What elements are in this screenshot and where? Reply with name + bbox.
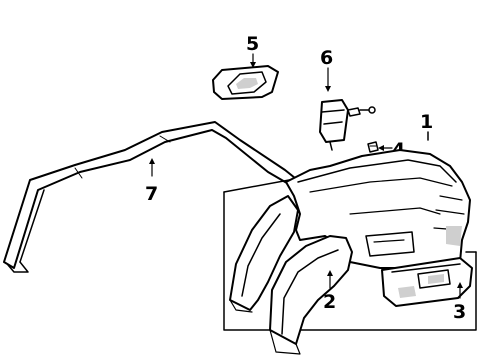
callout-6-label: 6 <box>320 47 333 69</box>
part-5-lamp-lens <box>212 65 279 100</box>
callout-1-label: 1 <box>420 111 433 133</box>
callout-7: 7 <box>145 158 158 205</box>
callout-1: 1 <box>420 111 433 133</box>
callout-3: 3 <box>453 282 466 323</box>
callout-5: 5 <box>246 33 259 68</box>
callout-3-label: 3 <box>453 301 466 323</box>
callout-5-label: 5 <box>246 33 259 55</box>
part-3-trim-panel <box>381 257 473 307</box>
callout-2: 2 <box>323 270 336 313</box>
callout-7-label: 7 <box>145 183 158 205</box>
part-6-retractor <box>319 99 376 151</box>
part-2-wheelhouse <box>229 195 353 355</box>
callout-6: 6 <box>320 47 333 92</box>
part-4-clip <box>367 141 379 153</box>
callout-2-label: 2 <box>323 291 336 313</box>
